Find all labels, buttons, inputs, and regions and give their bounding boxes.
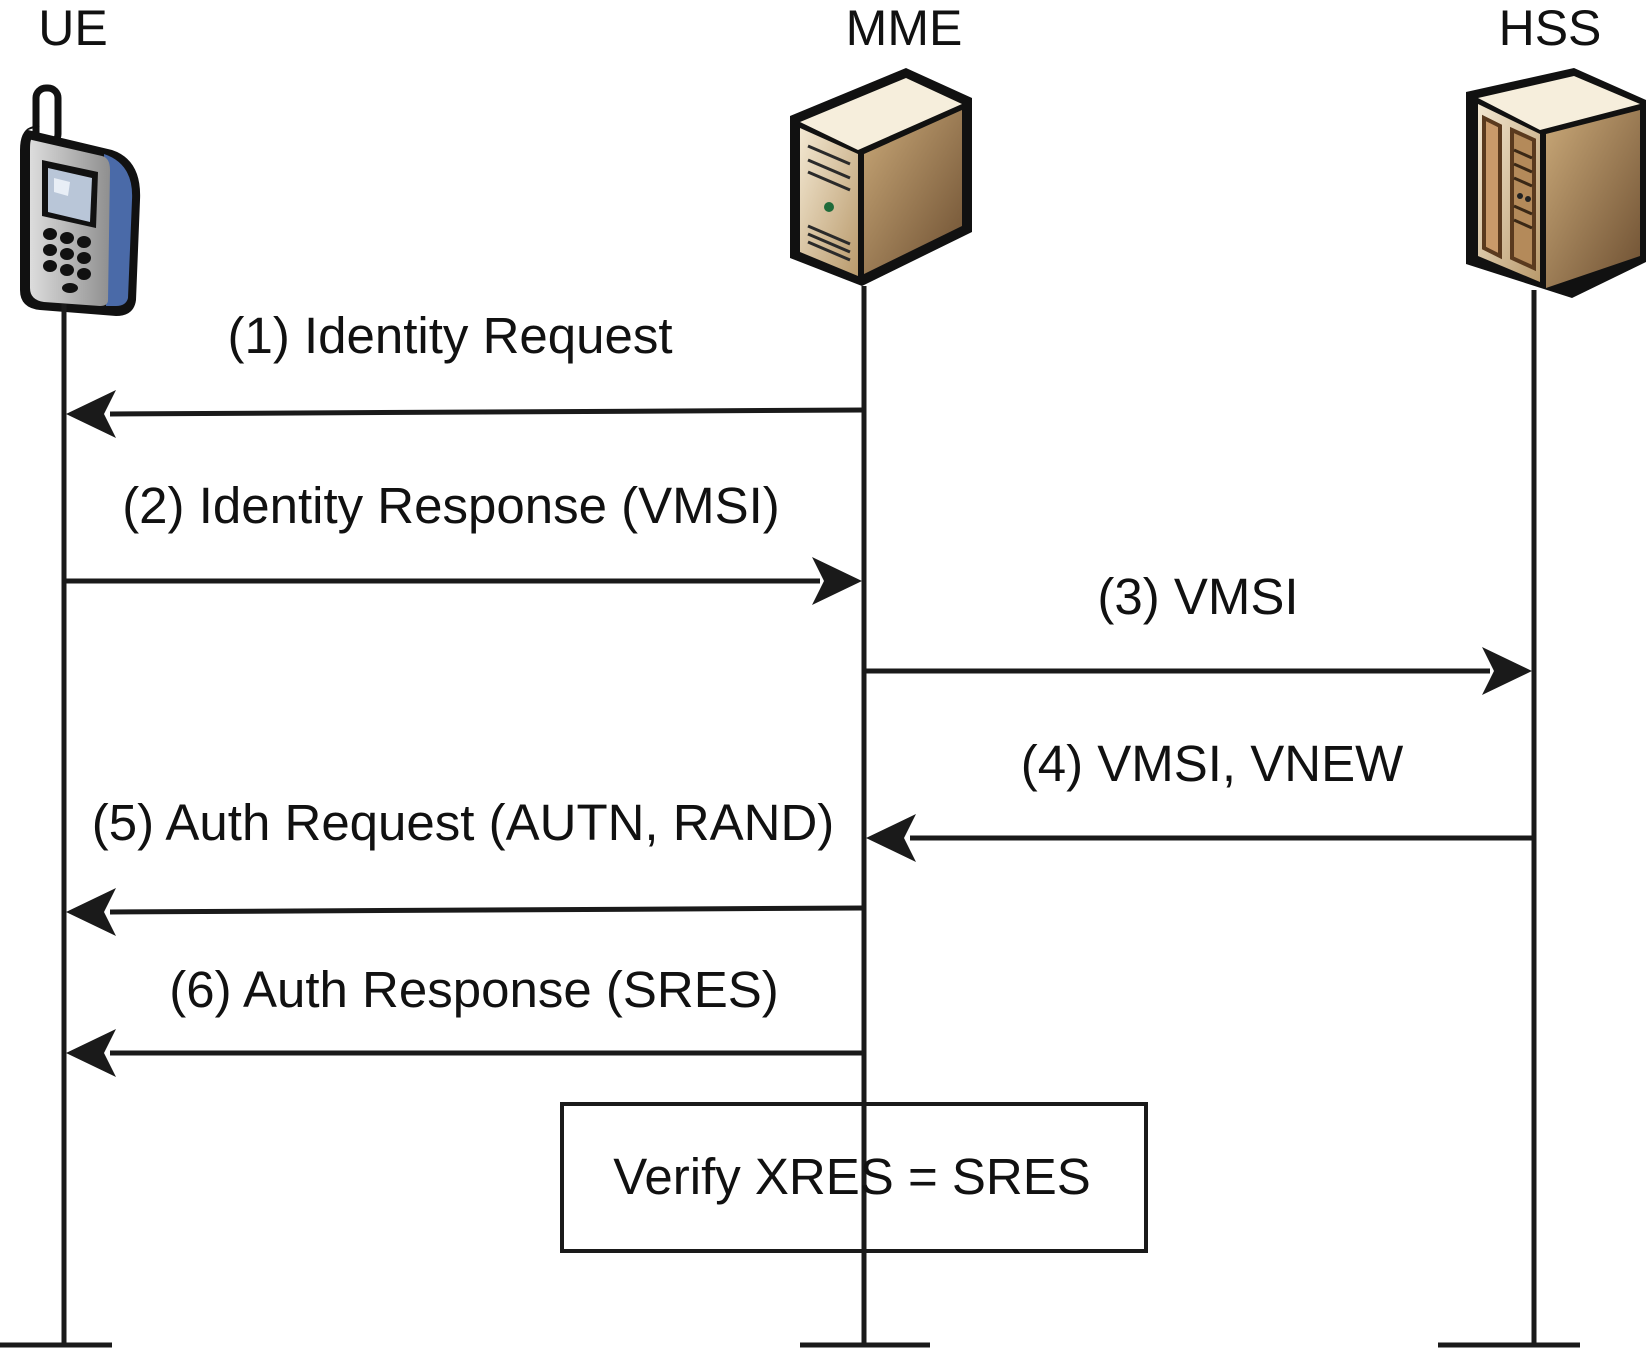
lifelines [0,286,1580,1348]
message-label-6: (6) Auth Response (SRES) [169,961,778,1018]
message-label-2: (2) Identity Response (VMSI) [122,477,780,534]
message-arrow-3 [864,647,1532,695]
entity-label-hss: HSS [1499,0,1602,56]
verify-box: Verify XRES = SRES [560,1102,1148,1253]
message-label-1: (1) Identity Request [227,307,672,364]
message-arrow-4 [866,814,1534,862]
mobile-phone-icon [20,84,141,316]
server-cabinet-icon [1466,68,1646,298]
message-arrow-6 [66,1029,864,1077]
verify-box-label: Verify XRES = SRES [613,1148,1091,1205]
message-label-4: (4) VMSI, VNEW [1021,735,1404,792]
server-tower-icon [790,68,972,286]
message-label-5: (5) Auth Request (AUTN, RAND) [92,794,835,851]
message-arrow-1 [66,390,865,438]
entity-label-ue: UE [38,0,107,56]
message-arrow-2 [64,557,862,605]
message-arrow-5 [66,888,865,936]
entity-label-mme: MME [846,0,963,56]
message-label-3: (3) VMSI [1097,568,1298,625]
